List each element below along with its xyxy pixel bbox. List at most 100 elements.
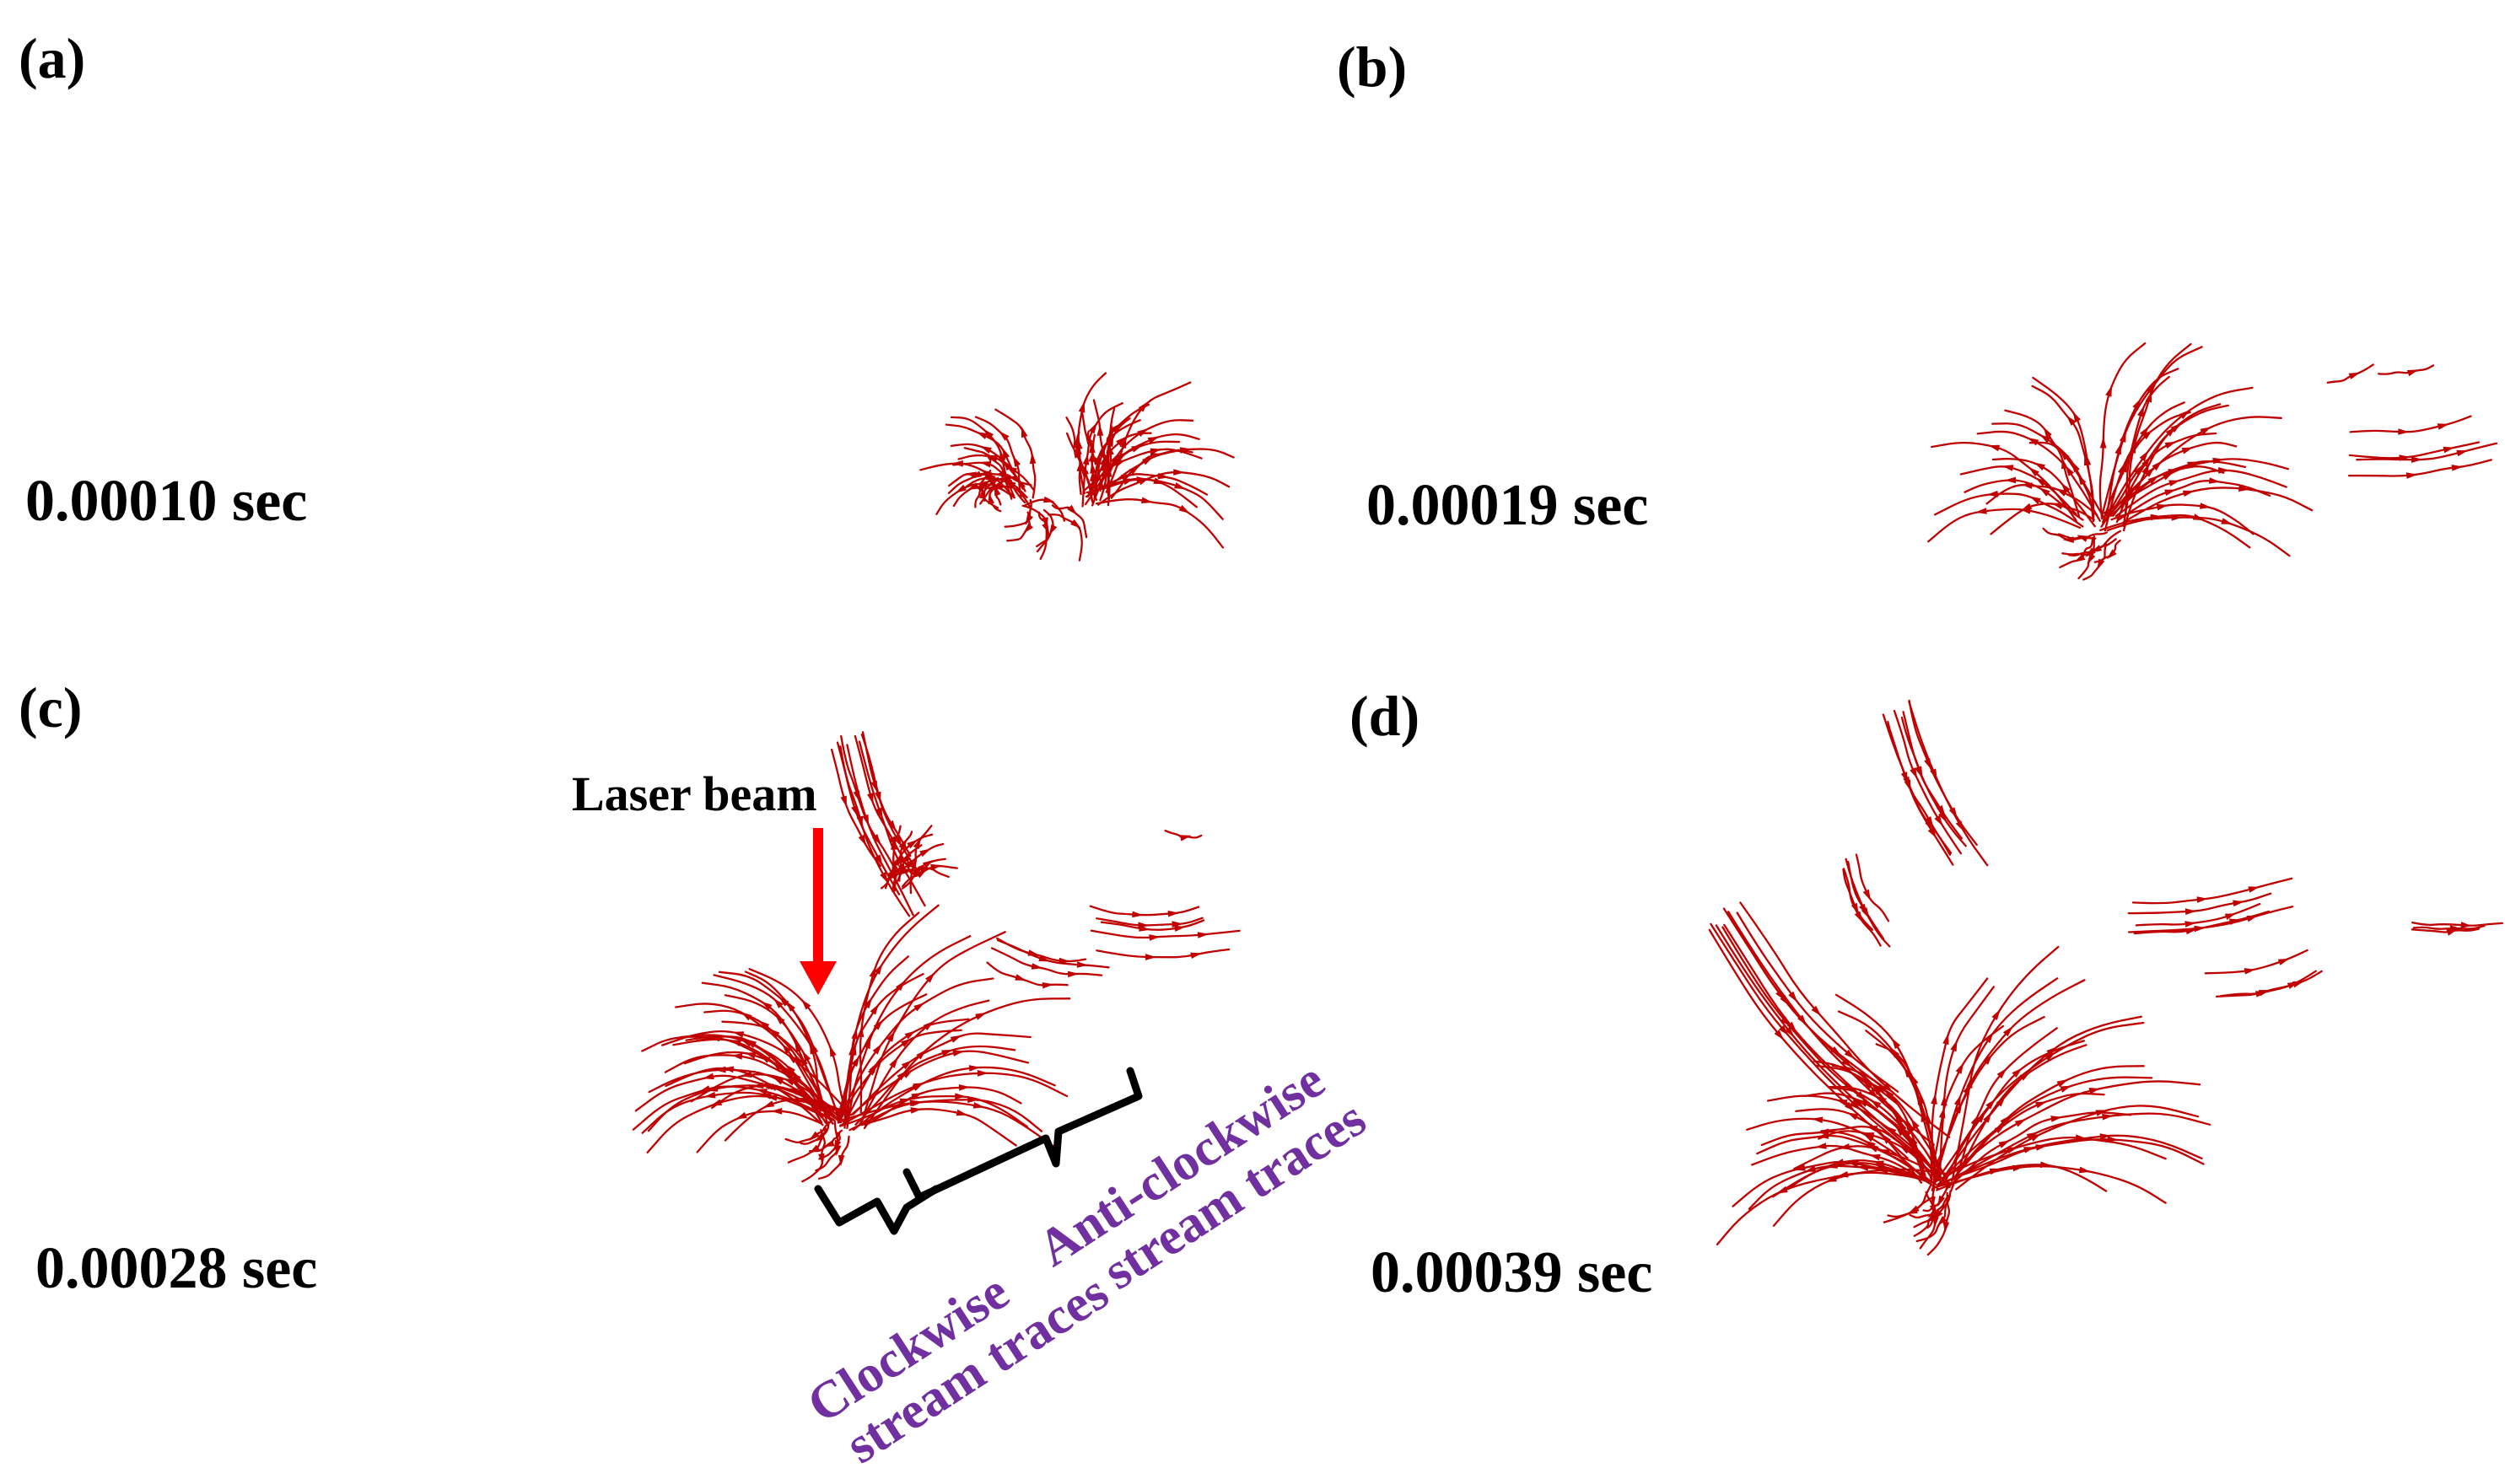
stream-trace-arrowhead [873, 1019, 884, 1030]
stream-trace-arrowhead [849, 1044, 857, 1056]
stream-trace [1952, 1092, 2105, 1180]
stream-trace-arrowhead [1059, 957, 1070, 965]
stream-trace-arrowhead [829, 1045, 837, 1057]
stream-trace-arrowhead [703, 1073, 714, 1080]
stream-trace-arrowhead [1141, 497, 1153, 503]
panel-d: (d) 0.00039 sec [1252, 641, 2505, 1478]
panel-d-stream-traces [1708, 699, 2503, 1256]
stream-trace-arrowhead [2224, 913, 2237, 920]
stream-trace [1715, 924, 1920, 1157]
stream-trace-arrowhead [2029, 496, 2041, 504]
stream-trace-arrowhead [1067, 971, 1080, 978]
stream-trace-arrowhead [975, 1012, 987, 1020]
stream-trace-arrowhead [1906, 1207, 1918, 1215]
stream-trace-arrowhead [1933, 1209, 1943, 1220]
stream-trace-arrowhead [1774, 1030, 1784, 1040]
stream-trace-arrowhead [2120, 431, 2126, 443]
stream-trace-arrowhead [2179, 410, 2190, 420]
stream-trace-arrowhead [2106, 549, 2117, 560]
stream-trace-arrowhead [979, 461, 992, 468]
stream-trace-arrowhead [2050, 1116, 2062, 1122]
stream-trace-arrowhead [778, 997, 789, 1007]
stream-trace-arrowhead [1988, 444, 2001, 452]
stream-trace-arrowhead [1815, 1143, 1827, 1149]
stream-trace-arrowhead [1139, 925, 1150, 932]
stream-trace-arrowhead [1023, 523, 1033, 534]
stream-trace [695, 1035, 823, 1124]
stream-trace-arrowhead [925, 972, 935, 983]
stream-trace-arrowhead [772, 1061, 783, 1072]
stream-trace-arrowhead [874, 854, 883, 866]
stream-trace-arrowhead [1116, 436, 1127, 446]
stream-trace-arrowhead [2026, 1132, 2039, 1140]
stream-trace [951, 461, 1026, 504]
stream-trace-arrowhead [967, 1096, 979, 1104]
stream-trace-arrowhead [871, 834, 881, 845]
stream-trace-arrowhead [916, 868, 928, 879]
stream-trace-arrowhead [1096, 424, 1104, 436]
stream-trace [2004, 409, 2081, 518]
stream-trace-arrowhead [897, 863, 907, 874]
stream-trace-arrowhead [1843, 1082, 1855, 1092]
stream-trace-arrowhead [955, 484, 967, 493]
stream-trace [1090, 433, 1096, 504]
stream-trace [1842, 868, 1882, 947]
stream-trace-arrowhead [2007, 1147, 2018, 1154]
stream-trace [1081, 402, 1123, 508]
stream-trace [2102, 416, 2282, 524]
stream-trace-arrowhead [1197, 932, 1209, 938]
stream-trace [838, 1072, 1069, 1127]
stream-trace-arrowhead [1854, 911, 1863, 923]
panel-c-time: 0.00028 sec [35, 1236, 318, 1301]
stream-trace [1976, 430, 2101, 522]
stream-trace [994, 408, 1037, 499]
stream-trace-arrowhead [2141, 429, 2153, 440]
stream-trace-arrowhead [2028, 467, 2039, 477]
stream-trace-arrowhead [1862, 1132, 1875, 1139]
stream-trace [2115, 404, 2229, 523]
stream-trace [837, 993, 928, 1124]
stream-trace-arrowhead [889, 1057, 898, 1068]
stream-trace-arrowhead [1910, 1118, 1920, 1130]
stream-trace-arrowhead [856, 815, 863, 828]
stream-trace-arrowhead [2182, 490, 2195, 497]
stream-trace-arrowhead [1089, 470, 1096, 481]
stream-trace-arrowhead [2451, 465, 2464, 471]
stream-trace [1927, 508, 2082, 543]
stream-trace [2215, 970, 2317, 998]
stream-trace-arrowhead [900, 1038, 912, 1047]
stream-trace [860, 931, 1006, 1125]
stream-trace-arrowhead [1136, 476, 1148, 483]
stream-trace [1085, 473, 1209, 498]
stream-trace-arrowhead [851, 1028, 858, 1040]
stream-trace-arrowhead [1938, 811, 1947, 823]
stream-trace-arrowhead [760, 1093, 772, 1100]
panel-c-label: (c) [19, 675, 83, 739]
panel-c: (c) 0.00028 sec Laser beam Clockwise str… [0, 641, 1376, 1478]
stream-trace-arrowhead [2405, 472, 2418, 479]
panel-a: (a) 0.00010 sec [0, 0, 1252, 641]
stream-trace-arrowhead [1883, 1083, 1894, 1093]
stream-trace-arrowhead [2035, 477, 2047, 487]
stream-trace-arrowhead [785, 1001, 795, 1012]
stream-trace-arrowhead [1903, 776, 1910, 788]
stream-trace [2412, 924, 2486, 930]
stream-trace-arrowhead [1167, 910, 1179, 917]
stream-trace [1991, 457, 2096, 528]
stream-trace-arrowhead [2287, 981, 2299, 989]
stream-trace [963, 447, 1013, 500]
stream-trace-arrowhead [977, 481, 987, 492]
stream-trace-arrowhead [2039, 434, 2051, 444]
panel-a-label: (a) [19, 26, 86, 90]
stream-trace [885, 867, 950, 881]
stream-trace [1930, 979, 2086, 1178]
stream-trace-arrowhead [1129, 465, 1140, 475]
stream-trace-arrowhead [902, 1069, 913, 1078]
stream-trace [1935, 1165, 2167, 1204]
stream-trace [1952, 945, 2060, 1180]
stream-trace-arrowhead [1927, 827, 1937, 839]
stream-trace [1093, 478, 1224, 520]
stream-trace-arrowhead [2087, 553, 2096, 565]
stream-trace [1950, 1065, 2145, 1182]
stream-trace-arrowhead [996, 482, 1009, 490]
